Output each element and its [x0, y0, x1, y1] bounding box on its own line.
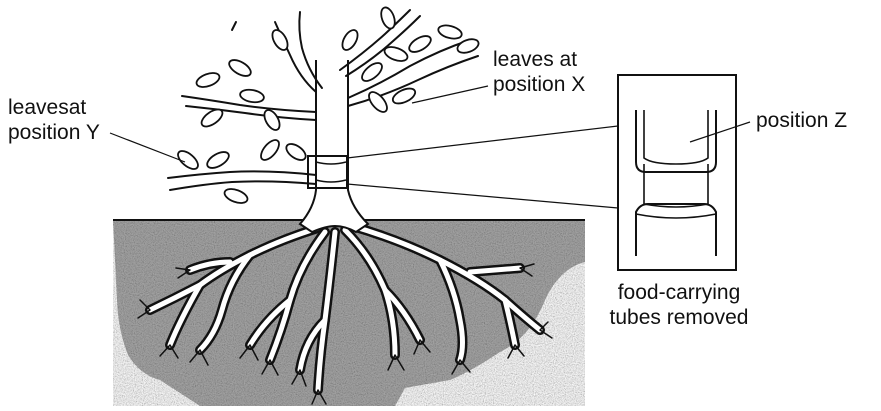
label-leaves-y-line2: position Y — [8, 121, 100, 144]
roots — [137, 221, 553, 405]
label-caption-line2: tubes removed — [609, 306, 749, 329]
zoom-panel — [617, 74, 751, 271]
label-leaves-x-line2: position X — [493, 73, 586, 96]
ring-box — [307, 155, 348, 189]
label-pointers — [109, 85, 489, 163]
leaves — [177, 6, 480, 204]
label-leaves-y: leavesat position Y — [8, 95, 100, 145]
branches — [167, 9, 479, 191]
label-position-z: position Z — [756, 109, 848, 132]
label-caption: food-carrying tubes removed — [605, 280, 753, 330]
label-leaves-x: leaves at position X — [493, 47, 585, 97]
label-leaves-y-line1: leavesat — [8, 96, 87, 119]
label-leaves-x-line1: leaves at — [493, 48, 578, 71]
label-caption-line1: food-carrying — [617, 281, 741, 304]
zoom-connectors — [346, 125, 619, 209]
